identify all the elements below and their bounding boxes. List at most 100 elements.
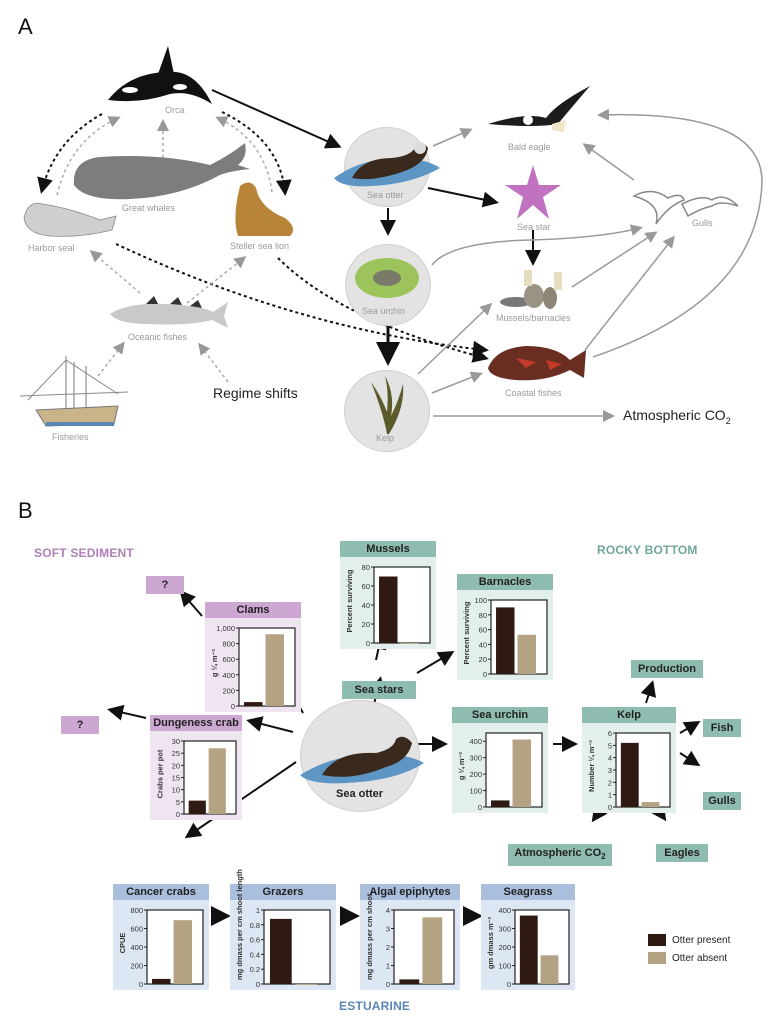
y-tick-label: 5 [608,741,612,750]
label-steller-sea-lion: Steller sea lion [230,241,290,251]
co2-text: Atmospheric CO [623,407,726,423]
arrow-regime-to-fishes [198,342,229,383]
y-tick-label: 2 [608,778,612,787]
chart-title: Kelp [582,707,676,723]
label-sea-star: Sea star [517,222,551,232]
great-whale-illustration [73,143,250,200]
y-tick-label: 0 [256,980,260,989]
y-tick-label: 800 [130,906,143,915]
region-estuarine: ESTUARINE [339,999,411,1013]
legend-label-present: Otter present [672,934,731,946]
y-tick-label: 0 [608,803,612,812]
arrow-seal-to-orca [56,116,121,196]
mussels-barnacles-illustration [500,270,562,309]
y-tick-label: 1 [608,791,612,800]
panel-a-letter: A [18,14,33,39]
legend-label-absent: Otter absent [672,952,728,964]
chart-title: Dungeness crab [150,715,242,731]
y-tick-label: 100 [498,962,511,971]
chart-title: Seagrass [481,884,575,900]
bar-chart-grazers: 00.20.40.60.81 [250,906,331,989]
y-axis-label: mg dmass per cm shoot [365,893,374,980]
y-tick-label: 0.4 [250,950,260,959]
y-axis-label: Percent surviving [462,601,471,665]
bar-otter-present [269,918,292,984]
chart-title: Barnacles [457,574,553,590]
sea-lion-illustration [235,182,294,236]
panel-a-arrows [37,89,763,422]
chart-title: Sea urchin [452,707,548,723]
label-orca: Orca [165,105,185,115]
orca-illustration [108,46,212,104]
coastal-fish-illustration [488,346,586,381]
y-tick-label: 1 [386,962,390,971]
y-axis-label: gm dmass m⁻² [486,916,495,970]
arrow-otter-to-star [427,187,499,208]
y-tick-label: 20 [362,620,370,629]
legend-swatch-present [648,934,666,946]
tag-production: Production [631,660,703,678]
arrow-kelp-to-mussels [417,302,493,375]
y-tick-label: 1 [256,906,260,915]
bar-otter-present [620,742,639,807]
arrow-fishes-to-seal [89,250,141,294]
y-tick-label: 80 [479,611,487,620]
y-tick-label: 200 [498,943,511,952]
arrow-kelp-to-coastal [431,371,483,394]
y-tick-label: 40 [362,601,370,610]
y-tick-label: 1,000 [216,624,235,633]
y-tick-label: 300 [469,754,482,763]
y-tick-label: 80 [362,563,370,572]
kelp-node [344,370,430,452]
y-tick-label: 60 [479,626,487,635]
y-tick-label: 200 [130,962,143,971]
y-tick-label: 40 [479,640,487,649]
bar-otter-absent [422,917,443,984]
bar-otter-absent [540,955,559,984]
y-tick-label: 3 [386,925,390,934]
arrow-fisheries-to-fishes [97,341,125,377]
y-tick-label: 0 [176,810,180,819]
label-sea-otter: Sea otter [367,190,404,200]
legend-item-otter-present: Otter present [648,934,730,946]
y-tick-label: 200 [222,686,235,695]
tag-fish: Fish [703,719,741,737]
panel-b-arrows [107,589,701,926]
arrow-orca-to-otter [211,89,342,149]
arrow-crab-to-unknown [107,704,147,721]
y-tick-label: 0.2 [250,965,260,974]
y-axis-label: Crabs per pot [155,749,164,798]
y-tick-label: 0.8 [250,921,260,930]
chart-title: Mussels [340,541,436,557]
y-tick-label: 300 [498,925,511,934]
label-sea-urchin: Sea urchin [362,306,406,316]
y-tick-label: 0 [483,670,487,679]
tag-unknown-top: ? [146,576,184,594]
arrow-coastal-to-gulls [584,235,675,351]
bar-otter-present [379,576,398,643]
sea-otter-illustration [334,142,440,187]
bar-otter-absent [208,748,226,814]
bar-otter-present [496,607,515,674]
kelp-illustration [371,376,404,434]
label-oceanic-fishes: Oceanic fishes [128,332,188,342]
label-sea-otter-center: Sea otter [336,788,384,800]
y-tick-label: 20 [479,655,487,664]
bar-otter-present [519,915,538,984]
y-tick-label: 25 [172,749,180,758]
label-gulls: Gulls [692,218,713,228]
label-mussels-barnacles: Mussels/barnacles [496,313,571,323]
legend-swatch-absent [648,952,666,964]
bar-otter-present [244,702,263,706]
arrow-otter-to-eagle [432,128,473,147]
label-great-whales: Great whales [122,203,176,213]
